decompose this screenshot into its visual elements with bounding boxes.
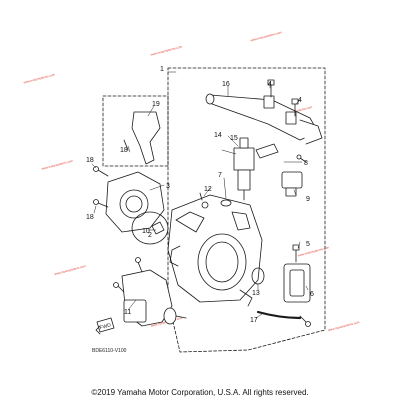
callout-6: 6 (310, 291, 314, 298)
hose (256, 310, 302, 320)
callout-labels: 1 2 3 4 4 5 6 7 8 9 10 11 12 13 14 15 16… (86, 66, 314, 324)
sub-assembly-boundary (102, 95, 169, 167)
copyright-notice: ©2019 Yamaha Motor Corporation, U.S.A. A… (91, 388, 309, 397)
callout-10: 10 (142, 228, 150, 235)
cover-gasket (131, 211, 169, 245)
callout-15: 15 (230, 135, 238, 142)
callout-14: 14 (214, 132, 222, 139)
callout-18b: 18 (86, 214, 94, 221)
callout-12: 12 (204, 186, 212, 193)
watermark: www.motorsystems.com (250, 30, 283, 42)
callout-2: 2 (148, 232, 152, 239)
watermark: www.motorsystems.com (150, 44, 183, 56)
throttle-body (167, 194, 263, 307)
callout-13: 13 (252, 290, 260, 297)
watermark: www.motorsystems.com (41, 159, 74, 171)
pin (199, 192, 203, 201)
callout-8: 8 (304, 160, 308, 167)
watermark: www.motorsystems.com (328, 320, 361, 332)
front-direction-marker (95, 317, 115, 335)
callout-1: 1 (160, 66, 164, 73)
screw (292, 244, 300, 263)
sensor (281, 171, 303, 197)
bracket (123, 111, 161, 165)
screw (93, 199, 109, 208)
callout-4b: 4 (298, 97, 302, 104)
fuel-injector (233, 137, 255, 201)
callout-3: 3 (166, 183, 170, 190)
callout-19: 19 (152, 101, 160, 108)
throttle-cover (105, 171, 165, 233)
bolt (291, 98, 299, 117)
screw (296, 154, 307, 163)
o-ring (220, 199, 232, 207)
leader-lines (91, 71, 309, 319)
callout-9: 9 (306, 196, 310, 203)
fuel-rail (205, 93, 323, 145)
bolt (267, 79, 275, 98)
screw (93, 166, 109, 177)
reference-code: BDE6110-V100 (92, 348, 127, 354)
screw (135, 257, 143, 273)
fitting (151, 221, 165, 235)
watermark: www.motorsystems.com (54, 264, 87, 276)
callout-5: 5 (306, 241, 310, 248)
screw (299, 315, 311, 327)
callout-7: 7 (218, 172, 222, 179)
screw (113, 282, 125, 293)
callout-4: 4 (268, 81, 272, 88)
cover-plate (283, 263, 311, 303)
callout-11: 11 (124, 309, 131, 316)
front-label: FWD (99, 322, 112, 331)
idle-speed-control-valve (121, 269, 187, 327)
callout-16: 16 (222, 81, 230, 88)
callout-18c: 18 (120, 147, 128, 154)
injector-seal (255, 143, 279, 159)
watermark: www.motorsystems.com (23, 72, 56, 84)
callout-18: 18 (86, 157, 94, 164)
callout-17: 17 (250, 317, 258, 324)
